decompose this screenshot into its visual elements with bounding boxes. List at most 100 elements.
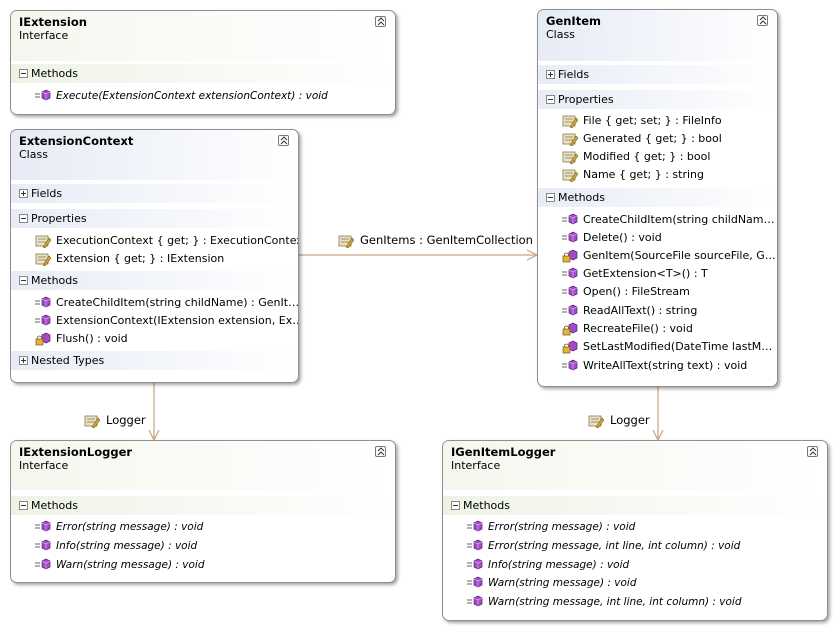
method-text: GetExtension<T>() : T — [583, 267, 708, 280]
genitem-header: GenItem Class — [538, 10, 777, 61]
section-collapse-toggle[interactable] — [546, 193, 555, 202]
extensioncontext-box[interactable]: ExtensionContext Class Fields Properties… — [10, 129, 299, 383]
method-row[interactable]: Open() : FileStream — [538, 283, 777, 301]
section-properties[interactable]: Properties — [538, 90, 777, 109]
method-row[interactable]: Flush() : void — [11, 330, 298, 348]
property-row[interactable]: Extension { get; } : IExtension — [11, 250, 298, 268]
method-row[interactable]: CreateChildItem(string childName) : GenI… — [11, 294, 298, 312]
section-collapse-toggle[interactable] — [19, 214, 28, 223]
method-purple-cube-icon — [467, 539, 483, 553]
method-text: Error(string message, int line, int colu… — [488, 540, 741, 552]
method-text: Execute(ExtensionContext extensionContex… — [56, 90, 328, 102]
section-expand-toggle[interactable] — [19, 189, 28, 198]
method-purple-cube-icon — [35, 539, 51, 553]
section-fields[interactable]: Fields — [538, 65, 777, 84]
method-text: GenItem(SourceFile sourceFile, G… — [583, 249, 776, 262]
iextension-box[interactable]: IExtension Interface Methods Execute(Ext… — [10, 10, 396, 115]
collapse-toggle[interactable] — [278, 135, 289, 146]
genitem-box[interactable]: GenItem Class Fields Properties File { g… — [537, 9, 778, 387]
section-collapse-toggle[interactable] — [451, 501, 460, 510]
logger-right-association-label[interactable]: Logger — [588, 413, 650, 428]
section-expand-toggle[interactable] — [546, 70, 555, 79]
property-row[interactable]: Generated { get; } : bool — [538, 130, 777, 148]
section-label: Properties — [31, 212, 87, 225]
property-wrench-icon — [35, 252, 52, 267]
section-nested-types[interactable]: Nested Types — [11, 351, 298, 370]
property-row[interactable]: ExecutionContext { get; } : ExecutionCon… — [11, 232, 298, 250]
method-row[interactable]: Execute(ExtensionContext extensionContex… — [11, 87, 395, 105]
property-wrench-icon — [35, 234, 52, 249]
method-text: ReadAllText() : string — [583, 304, 698, 317]
section-collapse-toggle[interactable] — [546, 95, 555, 104]
double-chevron-up-icon — [809, 447, 817, 456]
logger-left-association-label[interactable]: Logger — [84, 413, 146, 428]
property-row[interactable]: Modified { get; } : bool — [538, 148, 777, 166]
extensioncontext-header: ExtensionContext Class — [11, 130, 298, 180]
property-row[interactable]: File { get; set; } : FileInfo — [538, 112, 777, 130]
method-purple-cube-icon — [562, 359, 578, 373]
igenitemlogger-title: IGenItemLogger — [451, 445, 556, 459]
section-methods[interactable]: Methods — [11, 496, 395, 515]
method-row[interactable]: Delete() : void — [538, 229, 777, 247]
method-row[interactable]: Warn(string message) : void — [443, 574, 827, 592]
section-label: Fields — [31, 187, 63, 200]
method-row[interactable]: Info(string message) : void — [443, 556, 827, 574]
method-row[interactable]: Error(string message) : void — [11, 518, 395, 536]
genitems-association-label[interactable]: GenItems : GenItemCollection — [338, 233, 533, 248]
collapse-toggle[interactable] — [757, 15, 768, 26]
iextensionlogger-box[interactable]: IExtensionLogger Interface Methods Error… — [10, 440, 396, 583]
method-row[interactable]: CreateChildItem(string childNam… — [538, 211, 777, 229]
property-text: Modified { get; } : bool — [583, 150, 711, 163]
genitem-stereotype: Class — [546, 28, 575, 41]
method-row[interactable]: ExtensionContext(IExtension extension, E… — [11, 312, 298, 330]
method-row[interactable]: WriteAllText(string text) : void — [538, 357, 777, 375]
section-methods[interactable]: Methods — [538, 188, 777, 207]
method-row[interactable]: Warn(string message) : void — [11, 556, 395, 574]
method-purple-cube-icon — [562, 231, 578, 245]
section-label: Fields — [558, 68, 590, 81]
collapse-toggle[interactable] — [807, 446, 818, 457]
collapse-toggle[interactable] — [375, 446, 386, 457]
property-text: Generated { get; } : bool — [583, 132, 722, 145]
section-properties[interactable]: Properties — [11, 209, 298, 228]
method-row[interactable]: RecreateFile() : void — [538, 320, 777, 338]
section-fields[interactable]: Fields — [11, 184, 298, 203]
method-text: Warn(string message) : void — [56, 559, 205, 571]
method-row[interactable]: SetLastModified(DateTime lastM… — [538, 338, 777, 356]
property-wrench-icon — [84, 415, 101, 428]
section-label: Methods — [31, 499, 78, 512]
section-methods[interactable]: Methods — [11, 64, 395, 83]
method-text: SetLastModified(DateTime lastM… — [583, 340, 773, 353]
igenitemlogger-box[interactable]: IGenItemLogger Interface Methods Error(s… — [442, 440, 828, 621]
method-text: CreateChildItem(string childNam… — [583, 213, 775, 226]
property-row[interactable]: Name { get; } : string — [538, 166, 777, 184]
section-collapse-toggle[interactable] — [19, 69, 28, 78]
method-text: Open() : FileStream — [583, 285, 690, 298]
method-row[interactable]: ReadAllText() : string — [538, 302, 777, 320]
method-text: Warn(string message) : void — [488, 577, 637, 589]
section-label: Methods — [31, 67, 78, 80]
method-row[interactable]: Info(string message) : void — [11, 537, 395, 555]
private-method-lock-icon — [35, 332, 51, 346]
double-chevron-up-icon — [280, 136, 288, 145]
section-label: Methods — [31, 274, 78, 287]
section-methods[interactable]: Methods — [443, 496, 827, 515]
method-purple-cube-icon — [35, 520, 51, 534]
method-row[interactable]: Error(string message) : void — [443, 518, 827, 536]
section-expand-toggle[interactable] — [19, 356, 28, 365]
method-row[interactable]: GetExtension<T>() : T — [538, 265, 777, 283]
method-row[interactable]: Warn(string message, int line, int colum… — [443, 593, 827, 611]
section-methods[interactable]: Methods — [11, 271, 298, 290]
collapse-toggle[interactable] — [375, 16, 386, 27]
genitem-title: GenItem — [546, 14, 601, 28]
property-text: Name { get; } : string — [583, 168, 704, 181]
section-collapse-toggle[interactable] — [19, 501, 28, 510]
section-collapse-toggle[interactable] — [19, 276, 28, 285]
double-chevron-up-icon — [377, 17, 385, 26]
property-wrench-icon — [338, 235, 355, 248]
iextensionlogger-header: IExtensionLogger Interface — [11, 441, 395, 490]
method-purple-cube-icon — [35, 296, 51, 310]
method-purple-cube-icon — [35, 558, 51, 572]
method-row[interactable]: Error(string message, int line, int colu… — [443, 537, 827, 555]
method-row[interactable]: GenItem(SourceFile sourceFile, G… — [538, 247, 777, 265]
